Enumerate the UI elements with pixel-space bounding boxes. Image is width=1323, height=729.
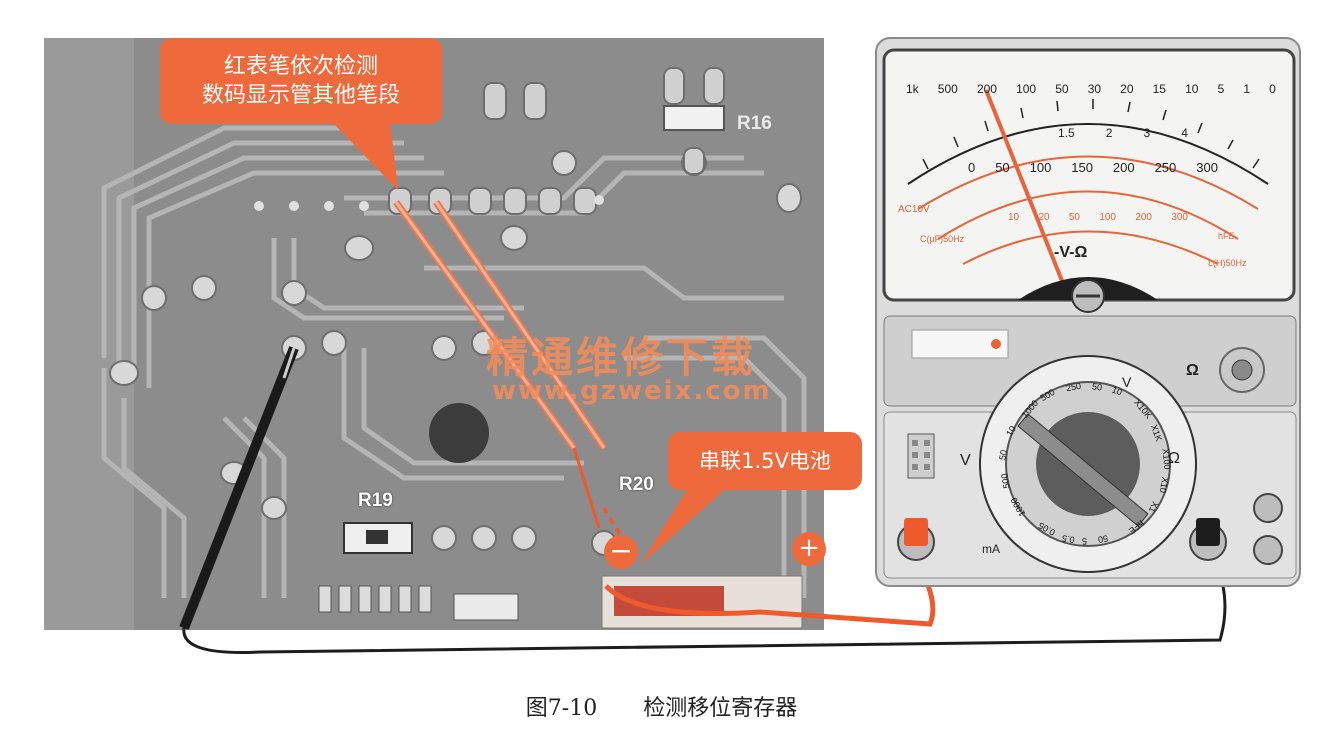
- ring-label: X1: [1146, 499, 1161, 515]
- mode-label: -V-Ω: [1054, 244, 1088, 261]
- label-r20: R20: [619, 474, 654, 495]
- bottom-tick-label: 2: [1105, 126, 1113, 140]
- ring-label: 5: [1082, 536, 1088, 546]
- omega-knob-label: Ω: [1186, 362, 1199, 379]
- ohm-tick-label: 30: [1087, 82, 1102, 96]
- ring-label: 250: [1065, 380, 1082, 394]
- callout-battery: 串联1.5V电池: [668, 432, 862, 490]
- battery-positive-sign: +: [798, 533, 820, 563]
- ring-label: 0.05: [1036, 520, 1057, 538]
- bottom-tick-label: 3: [1143, 126, 1151, 140]
- ohm-tick-label: 50: [1055, 82, 1069, 96]
- multimeter-body: [875, 37, 1301, 587]
- bottom-scale: 1.5 2 3 4: [1058, 126, 1188, 140]
- ring-label: 50: [1097, 533, 1109, 545]
- ohm-scale: 1k 500 200 100 50 30 20 15 10 5 1 0: [906, 82, 1276, 108]
- ring-label: 50: [1091, 381, 1103, 393]
- ac-tick-label: 20: [1038, 212, 1050, 223]
- multimeter: 1k 500 200 100 50 30 20 15 10 5 1 0 0 50…: [868, 34, 1306, 590]
- dc-tick-label: 300: [1196, 160, 1218, 175]
- inductance-label: L(H)50Hz: [1208, 258, 1247, 268]
- dc-tick-label: 100: [1029, 160, 1052, 175]
- ohm-tick-label: 5: [1217, 82, 1225, 96]
- ohm-tick-label: 1k: [906, 82, 919, 96]
- ring-label: hFE: [1126, 517, 1146, 537]
- dc-tick-label: 0: [968, 160, 976, 175]
- dc-tick-label: 50: [995, 160, 1010, 175]
- ohm-tick-label: 10: [1185, 82, 1199, 96]
- v-range-label-top: V: [1122, 374, 1132, 390]
- v-range-label-left: V: [960, 452, 971, 469]
- ac-tick-label: 100: [1099, 212, 1116, 223]
- ac-tick-label: 200: [1135, 212, 1152, 223]
- dc-tick-label: 250: [1154, 160, 1177, 175]
- watermark-url: www.gzweix.com: [492, 376, 772, 406]
- ac-scale: 10 20 50 100 200 300: [1008, 212, 1188, 223]
- ohm-tick-label: 1: [1243, 82, 1251, 96]
- ohm-tick-label: 15: [1152, 82, 1166, 96]
- capacitance-label: C(μF)50Hz: [920, 234, 965, 244]
- dc-tick-label: 200: [1112, 160, 1135, 175]
- omega-range-label: Ω: [1168, 450, 1180, 467]
- ac-tick-label: 50: [1068, 212, 1080, 223]
- ring-label: 1000: [1008, 495, 1028, 519]
- ac10v-label: AC10V: [898, 204, 930, 215]
- ohm-tick-label: 20: [1120, 82, 1134, 96]
- ring-label: 10: [1110, 384, 1124, 398]
- ring-label: 10: [1004, 424, 1018, 438]
- battery-negative-sign: −: [609, 534, 633, 567]
- ring-label: 1000: [1019, 398, 1041, 420]
- ac-tick-label: 300: [1171, 212, 1188, 223]
- figure-title: 检测移位寄存器: [643, 696, 798, 721]
- ohm-tick-label: 0: [1269, 82, 1276, 96]
- ohm-tick-label: 200: [976, 82, 997, 96]
- ring-label: 50: [997, 449, 1009, 461]
- figure-number: 图7-10: [525, 696, 598, 721]
- ring-label: X100: [1160, 448, 1173, 470]
- hfe-label: hFE: [1218, 231, 1235, 241]
- ring-label: 500: [1038, 386, 1057, 404]
- label-r16: R16: [737, 113, 772, 134]
- watermark-title: 精通维修下载: [486, 333, 757, 382]
- range-ring-labels: 1000 500 250 50 10 X10K X1K X100 X10 X1 …: [988, 372, 1188, 562]
- dc-scale: 0 50 100 150 200 250 300: [968, 160, 1218, 175]
- callout-line1: 红表笔依次检测: [223, 54, 378, 79]
- label-r19: R19: [358, 490, 393, 511]
- ma-range-label: mA: [982, 542, 1000, 556]
- bottom-tick-label: 1.5: [1058, 126, 1075, 140]
- figure-caption: 图7-10 检测移位寄存器: [0, 690, 1323, 722]
- ring-label: 500: [999, 472, 1012, 490]
- callout-probe-instruction: 红表笔依次检测 数码显示管其他笔段: [160, 38, 442, 124]
- ring-label: X1K: [1148, 423, 1165, 443]
- ac-tick-label: 10: [1008, 212, 1020, 223]
- ohm-tick-label: 500: [937, 82, 958, 96]
- battery-positive-terminal: +: [792, 532, 826, 566]
- ring-label: X10: [1157, 476, 1171, 494]
- battery-negative-terminal: −: [604, 535, 638, 569]
- dc-tick-label: 150: [1071, 160, 1093, 175]
- ring-label: 0.5: [1061, 532, 1076, 546]
- ring-label: X10K: [1132, 397, 1154, 421]
- ohm-tick-label: 100: [1016, 82, 1037, 96]
- bottom-tick-label: 4: [1181, 126, 1188, 140]
- callout-line2: 数码显示管其他笔段: [201, 83, 400, 108]
